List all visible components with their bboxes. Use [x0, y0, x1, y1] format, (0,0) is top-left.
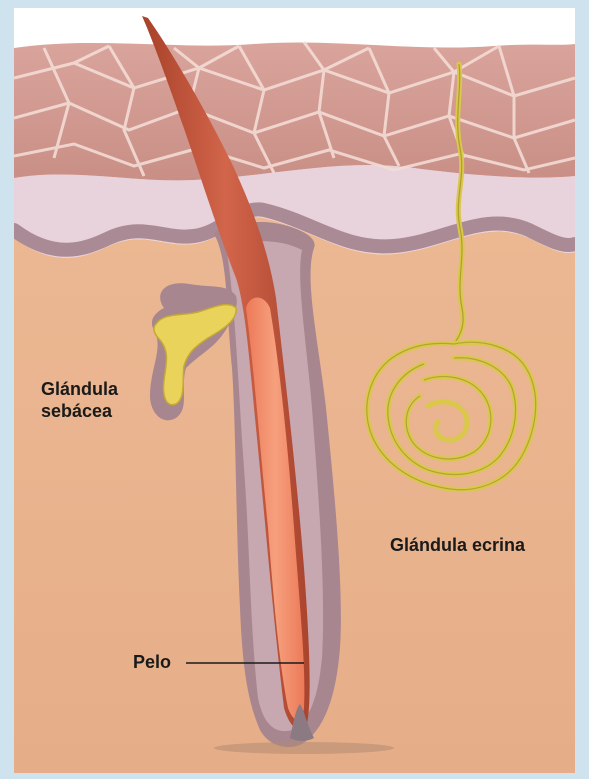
eccrine-gland-label: Glándula ecrina: [390, 534, 525, 556]
hair-label: Pelo: [133, 651, 171, 673]
sebaceous-gland-label-line2: sebácea: [41, 400, 118, 422]
follicle-base-shadow: [214, 742, 394, 754]
sebaceous-gland-label-line1: Glándula: [41, 378, 118, 400]
sebaceous-gland-label: Glándula sebácea: [41, 378, 118, 422]
